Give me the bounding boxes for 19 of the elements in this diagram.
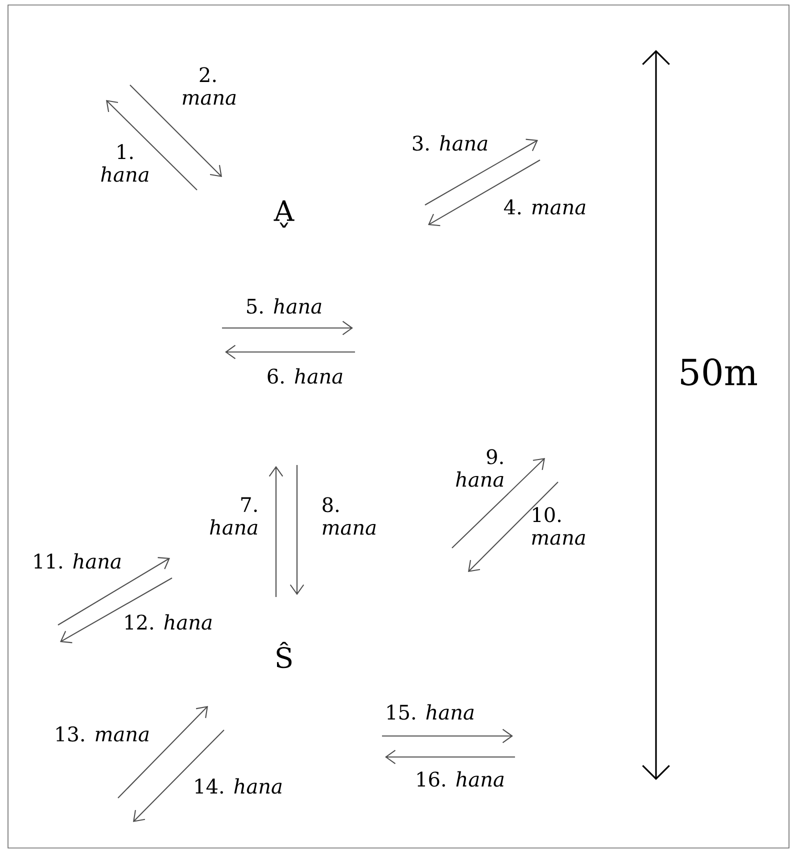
arrow-label: 15. hana: [388, 704, 474, 720]
arrow-label: 2. mana: [182, 67, 236, 105]
arrow-label: 1. hana: [101, 144, 148, 182]
arrow-label: 4. mana: [504, 199, 586, 215]
arrow-label: 12. hana: [126, 614, 212, 630]
arrow-label: 16. hana: [418, 771, 504, 787]
arrow-label: 11. hana: [34, 553, 121, 569]
arrow-label: 13. mana: [56, 726, 149, 742]
arrow-label: 7. hana: [210, 497, 258, 535]
arrow-label: 5. hana: [247, 298, 322, 314]
arrow-label: 10. mana: [532, 507, 585, 545]
letter: Ŝ: [276, 642, 292, 668]
arrow-label: 9. hana: [456, 449, 504, 487]
measure-label: 50m: [681, 358, 757, 386]
letter: A̬: [274, 200, 294, 228]
arrow-label: 8. mana: [322, 497, 376, 535]
arrow-label: 14. hana: [196, 778, 282, 794]
arrow-label: 6. hana: [268, 368, 342, 384]
arrow-label: 3. hana: [412, 135, 488, 151]
